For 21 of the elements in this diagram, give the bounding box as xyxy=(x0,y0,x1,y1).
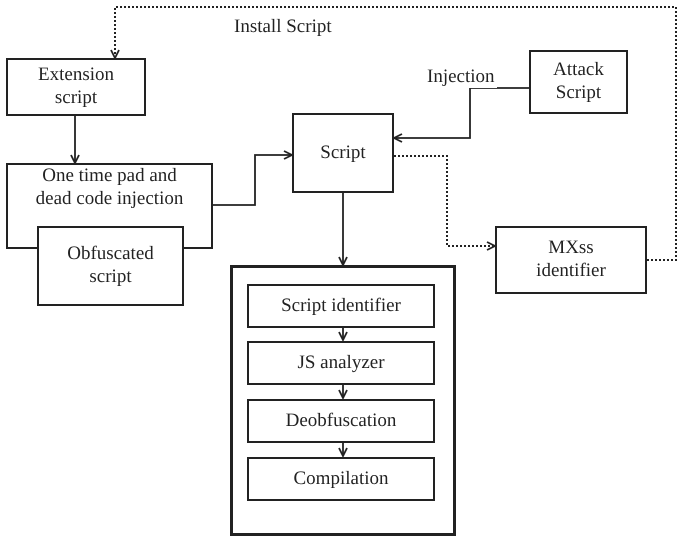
arrow xyxy=(394,155,496,251)
arrow xyxy=(70,116,80,164)
arrow xyxy=(393,87,529,143)
process-box: JS analyzer xyxy=(247,341,435,385)
process-box: Script xyxy=(292,113,394,193)
process-box: Obfuscated script xyxy=(37,226,184,306)
process-box: Extension script xyxy=(6,58,146,116)
process-box: Deobfuscation xyxy=(247,399,435,443)
edge-label: Injection xyxy=(425,66,497,88)
arrow xyxy=(338,384,348,399)
process-box: Script identifier xyxy=(247,284,435,328)
process-box: MXss identifier xyxy=(495,226,647,294)
process-box: Compilation xyxy=(247,457,435,501)
container-box xyxy=(230,265,456,536)
edge-label: Install Script xyxy=(232,16,334,38)
arrow xyxy=(338,442,348,457)
process-box: Attack Script xyxy=(529,50,628,114)
arrow xyxy=(110,6,677,261)
arrow xyxy=(213,150,293,206)
arrow xyxy=(338,193,348,266)
arrow xyxy=(338,327,348,341)
